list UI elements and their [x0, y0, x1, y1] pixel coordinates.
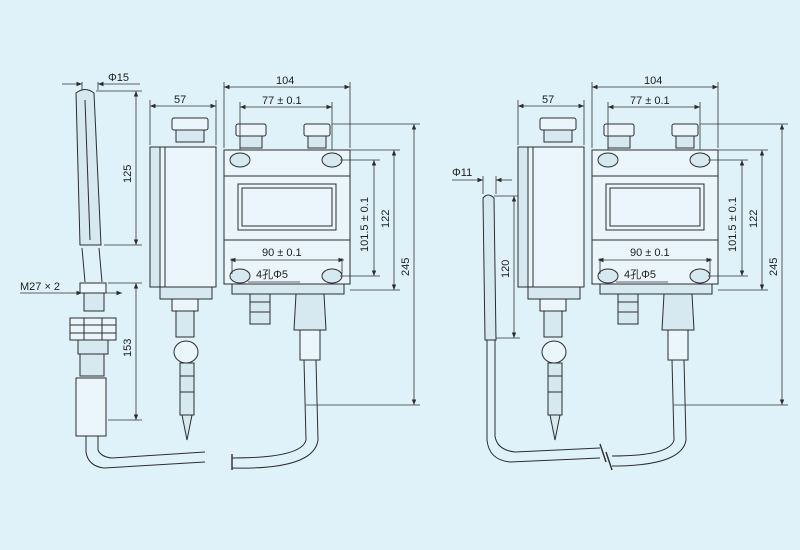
left-thread-dim: M27 × 2 — [20, 281, 122, 296]
right-probe-diameter-dim: Φ11 — [452, 167, 512, 194]
left-probe-length-dim: 125 — [96, 90, 142, 246]
left-body-height-label: 122 — [380, 210, 392, 228]
right-front-dims: 104 77 ± 0.1 90 ± 0.1 4孔Φ5 101.5 ± 0.1 1… — [591, 75, 788, 406]
left-front-width-label: 104 — [276, 75, 294, 87]
right-probe — [482, 194, 607, 463]
left-front-dims: 104 77 ± 0.1 90 ± 0.1 4孔Φ5 101.5 ± 0.1 1… — [223, 75, 420, 406]
right-side-view — [517, 117, 585, 441]
right-front-view — [591, 123, 719, 471]
right-probe-length-label: 120 — [500, 260, 512, 278]
left-side-width-label: 57 — [174, 94, 186, 106]
right-side-width-dim: 57 — [517, 94, 585, 145]
left-probe-diameter-dim: Φ15 — [62, 72, 140, 90]
left-probe-diameter-label: Φ15 — [108, 72, 129, 84]
right-probe-length-dim: 120 — [494, 195, 520, 339]
left-side-view — [149, 117, 217, 441]
left-front-view — [223, 123, 351, 470]
right-front-width-label: 104 — [644, 75, 662, 87]
left-probe-nut — [69, 317, 117, 341]
right-bottom-hole-spacing-label: 90 ± 0.1 — [630, 247, 670, 259]
left-side-width-dim: 57 — [149, 94, 217, 145]
left-insertion-length-label: 153 — [122, 339, 134, 357]
right-top-hole-spacing-label: 77 ± 0.1 — [630, 95, 670, 107]
left-probe-length-label: 125 — [122, 165, 134, 183]
right-drawing: Φ11 120 57 — [452, 75, 788, 471]
left-bottom-hole-spacing-label: 90 ± 0.1 — [262, 247, 302, 259]
right-mount-holes-label: 4孔Φ5 — [624, 268, 656, 281]
right-total-height-label: 245 — [768, 258, 780, 276]
left-top-hole-spacing-label: 77 ± 0.1 — [262, 95, 302, 107]
left-insertion-length-dim: 153 — [108, 282, 142, 421]
left-drawing: Φ15 125 M27 × 2 153 — [20, 72, 420, 470]
right-side-width-label: 57 — [542, 94, 554, 106]
right-hole-vertical-spacing-label: 101.5 ± 0.1 — [727, 197, 739, 252]
left-mount-holes-label: 4孔Φ5 — [256, 268, 288, 281]
left-total-height-label: 245 — [400, 258, 412, 276]
right-probe-diameter-label: Φ11 — [452, 167, 472, 179]
right-body-height-label: 122 — [748, 210, 760, 228]
left-probe — [69, 89, 206, 469]
left-hole-vertical-spacing-label: 101.5 ± 0.1 — [359, 197, 371, 252]
left-thread-label: M27 × 2 — [20, 281, 60, 293]
